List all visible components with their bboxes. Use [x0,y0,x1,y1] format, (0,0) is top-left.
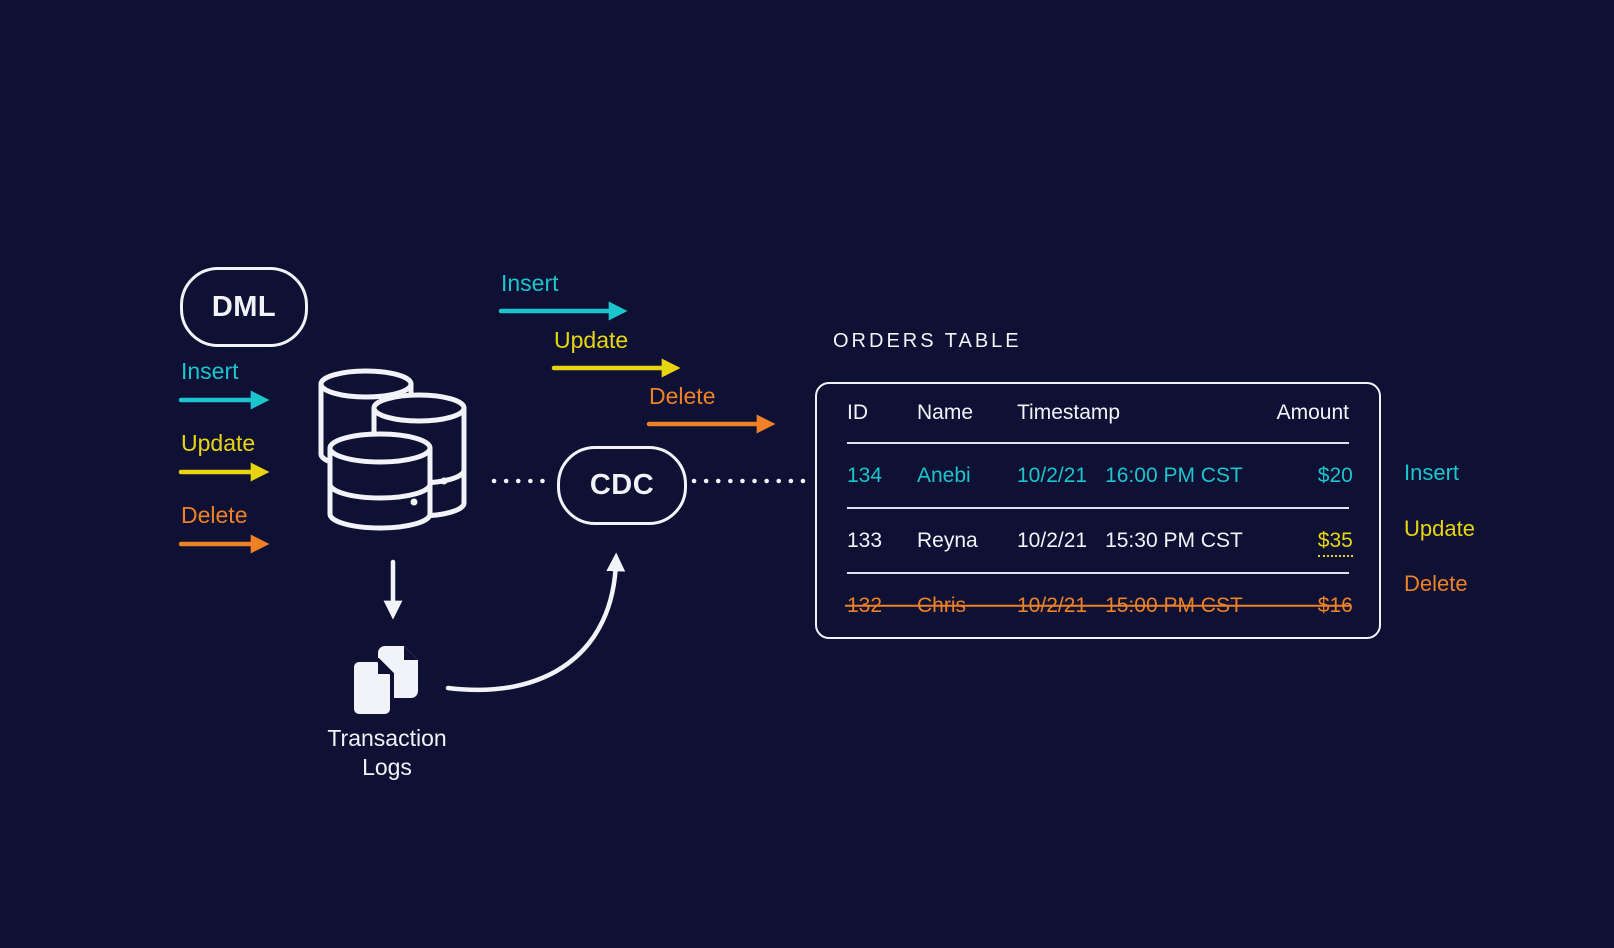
cell-time: 15:30 PM CST [1105,528,1243,552]
cdc-box: CDC [557,446,687,525]
dml-update-label: Update [181,430,256,456]
transaction-logs-line1: Transaction [327,725,447,751]
cell-name: Anebi [917,463,971,487]
col-header-timestamp: Timestamp [1017,401,1121,424]
cdc-delete-label: Delete [649,383,716,409]
cell-id: 134 [847,463,883,487]
table-row-updated: 133 Reyna 10/2/21 15:30 PM CST $35 [847,509,1353,574]
dml-delete-label: Delete [181,502,248,528]
cell-time: 16:00 PM CST [1105,463,1243,487]
legend-delete: Delete [1404,571,1468,596]
cell-amount: $20 [1317,463,1353,487]
table-row-inserted: 134 Anebi 10/2/21 16:00 PM CST $20 [847,444,1353,509]
cell-timestamp: 10/2/21 16:00 PM CST [1017,464,1243,488]
transaction-logs-icon [352,646,418,718]
transaction-logs-label: Transaction Logs [302,724,472,783]
cell-id: 133 [847,528,883,552]
updated-amount-value: $35 [1317,528,1353,557]
cdc-label: CDC [589,469,655,501]
orders-table: ID Name Timestamp Amount 134 Anebi 10/2/… [815,382,1381,639]
cdc-insert-label: Insert [501,270,559,296]
cell-date: 10/2/21 [1017,463,1088,487]
col-header-id: ID [847,401,868,424]
cell-timestamp: 10/2/21 15:30 PM CST [1017,529,1243,553]
transaction-logs-line2: Logs [362,754,412,781]
cdc-update-label: Update [554,327,629,353]
legend-insert: Insert [1404,460,1460,485]
logs-to-cdc-curved-arrow [445,552,626,693]
db-dot [440,477,448,485]
orders-table-header-row: ID Name Timestamp Amount [847,384,1349,444]
col-header-name: Name [917,401,974,424]
cell-name: Reyna [917,528,978,552]
col-header-amount: Amount [1276,401,1349,424]
deleted-row-strikethrough [845,604,1351,607]
cell-amount: $35 [1243,528,1353,557]
orders-table-title: ORDERS TABLE [833,330,1022,352]
dml-box: DML [180,267,308,347]
dml-label: DML [211,290,277,323]
cell-date: 10/2/21 [1017,528,1088,552]
legend-update: Update [1404,516,1475,541]
database-icon [318,368,467,531]
table-row-deleted: 132 Chris 10/2/21 15:00 PM CST $16 [845,574,1353,637]
dml-insert-label: Insert [181,358,239,384]
db-dot [410,498,418,506]
